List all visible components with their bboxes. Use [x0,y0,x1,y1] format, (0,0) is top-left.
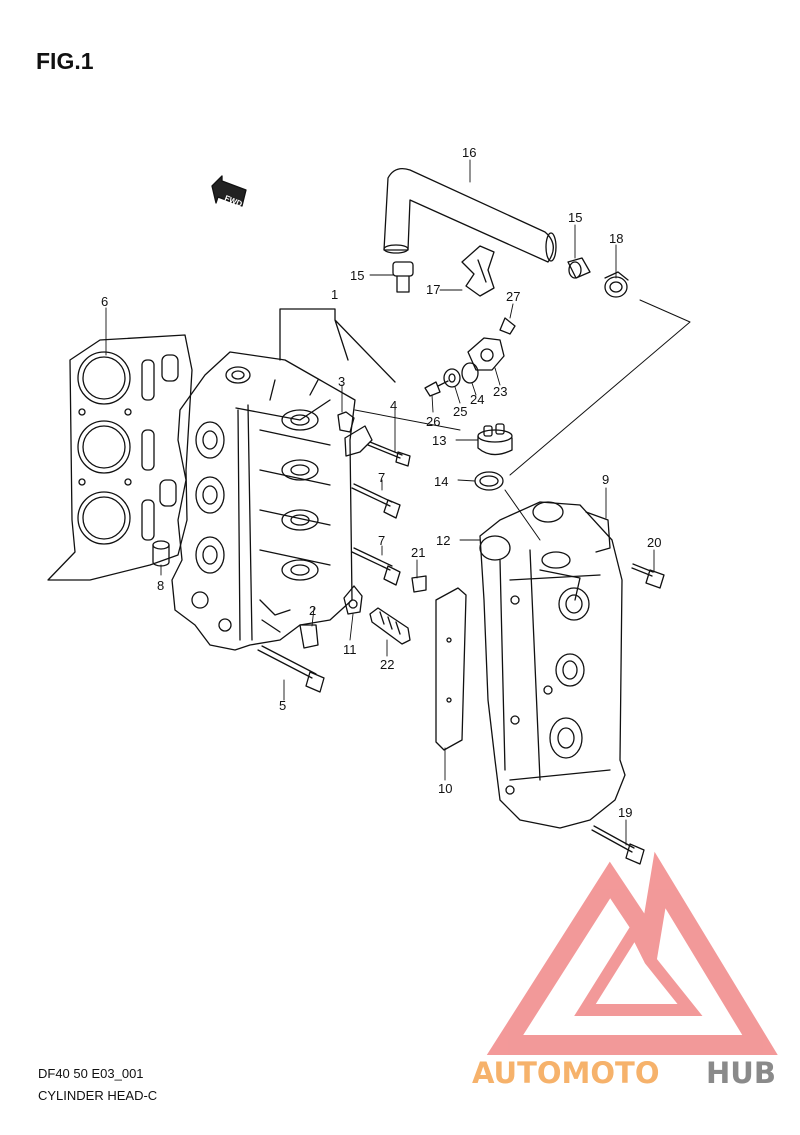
callout-19: 19 [618,805,632,820]
small-bolt-21 [411,575,427,593]
callout-17: 17 [426,282,440,297]
small-bolt-26 [424,380,449,397]
breather-hose [383,167,557,263]
head-gasket [47,334,193,581]
cover-bolt-20 [631,563,665,589]
head-bolt-upper [351,483,401,519]
forward-arrow-icon [211,175,247,207]
o-ring-24 [461,362,479,384]
callout-7a: 7 [378,470,385,485]
cover-gasket [435,587,467,751]
cover-bolt-19 [591,825,645,865]
callout-23: 23 [493,384,507,399]
plug [337,411,355,433]
callout-11: 11 [343,642,357,657]
cap-gasket [474,471,504,491]
cylinder-head-cover [479,501,626,829]
drain-plug [299,624,319,649]
cylinder-head [171,351,356,651]
callout-16: 16 [462,145,476,160]
callout-26: 26 [426,414,440,429]
hose-clamp [461,245,495,297]
callout-18: 18 [609,231,623,246]
bracket-bolt [344,425,411,467]
callout-6: 6 [101,294,108,309]
callout-20: 20 [647,535,661,550]
callout-25: 25 [453,404,467,419]
head-bolt-lower [351,547,401,586]
callout-15a: 15 [350,268,364,283]
oil-filler-cap [477,423,513,456]
thermostat-cover [467,317,516,371]
callout-14: 14 [434,474,448,489]
callout-4: 4 [390,398,397,413]
callout-9: 9 [602,472,609,487]
callout-15b: 15 [568,210,582,225]
long-bolt [257,645,325,693]
callout-21: 21 [411,545,425,560]
spring-clamp [604,271,629,298]
figure-name: CYLINDER HEAD-C [38,1088,158,1103]
callout-5: 5 [279,698,286,713]
callout-22: 22 [380,657,394,672]
callout-8: 8 [157,578,164,593]
hose-fitting-right [567,257,591,279]
callout-3: 3 [338,374,345,389]
callout-24: 24 [470,392,484,407]
callout-1: 1 [331,287,338,302]
callout-10: 10 [438,781,452,796]
dowel-pin [152,540,170,567]
figure-title: FIG.1 [36,48,94,74]
callout-13: 13 [432,433,446,448]
callout-7b: 7 [378,533,385,548]
hose-fitting-left [392,261,414,293]
callout-2: 2 [309,603,316,618]
figure-code: DF40 50 E03_001 [38,1066,144,1081]
temperature-sensor [369,607,411,645]
ring-25 [443,368,461,388]
sealing-washer [343,585,363,615]
callout-12: 12 [436,533,450,548]
callout-27: 27 [506,289,520,304]
